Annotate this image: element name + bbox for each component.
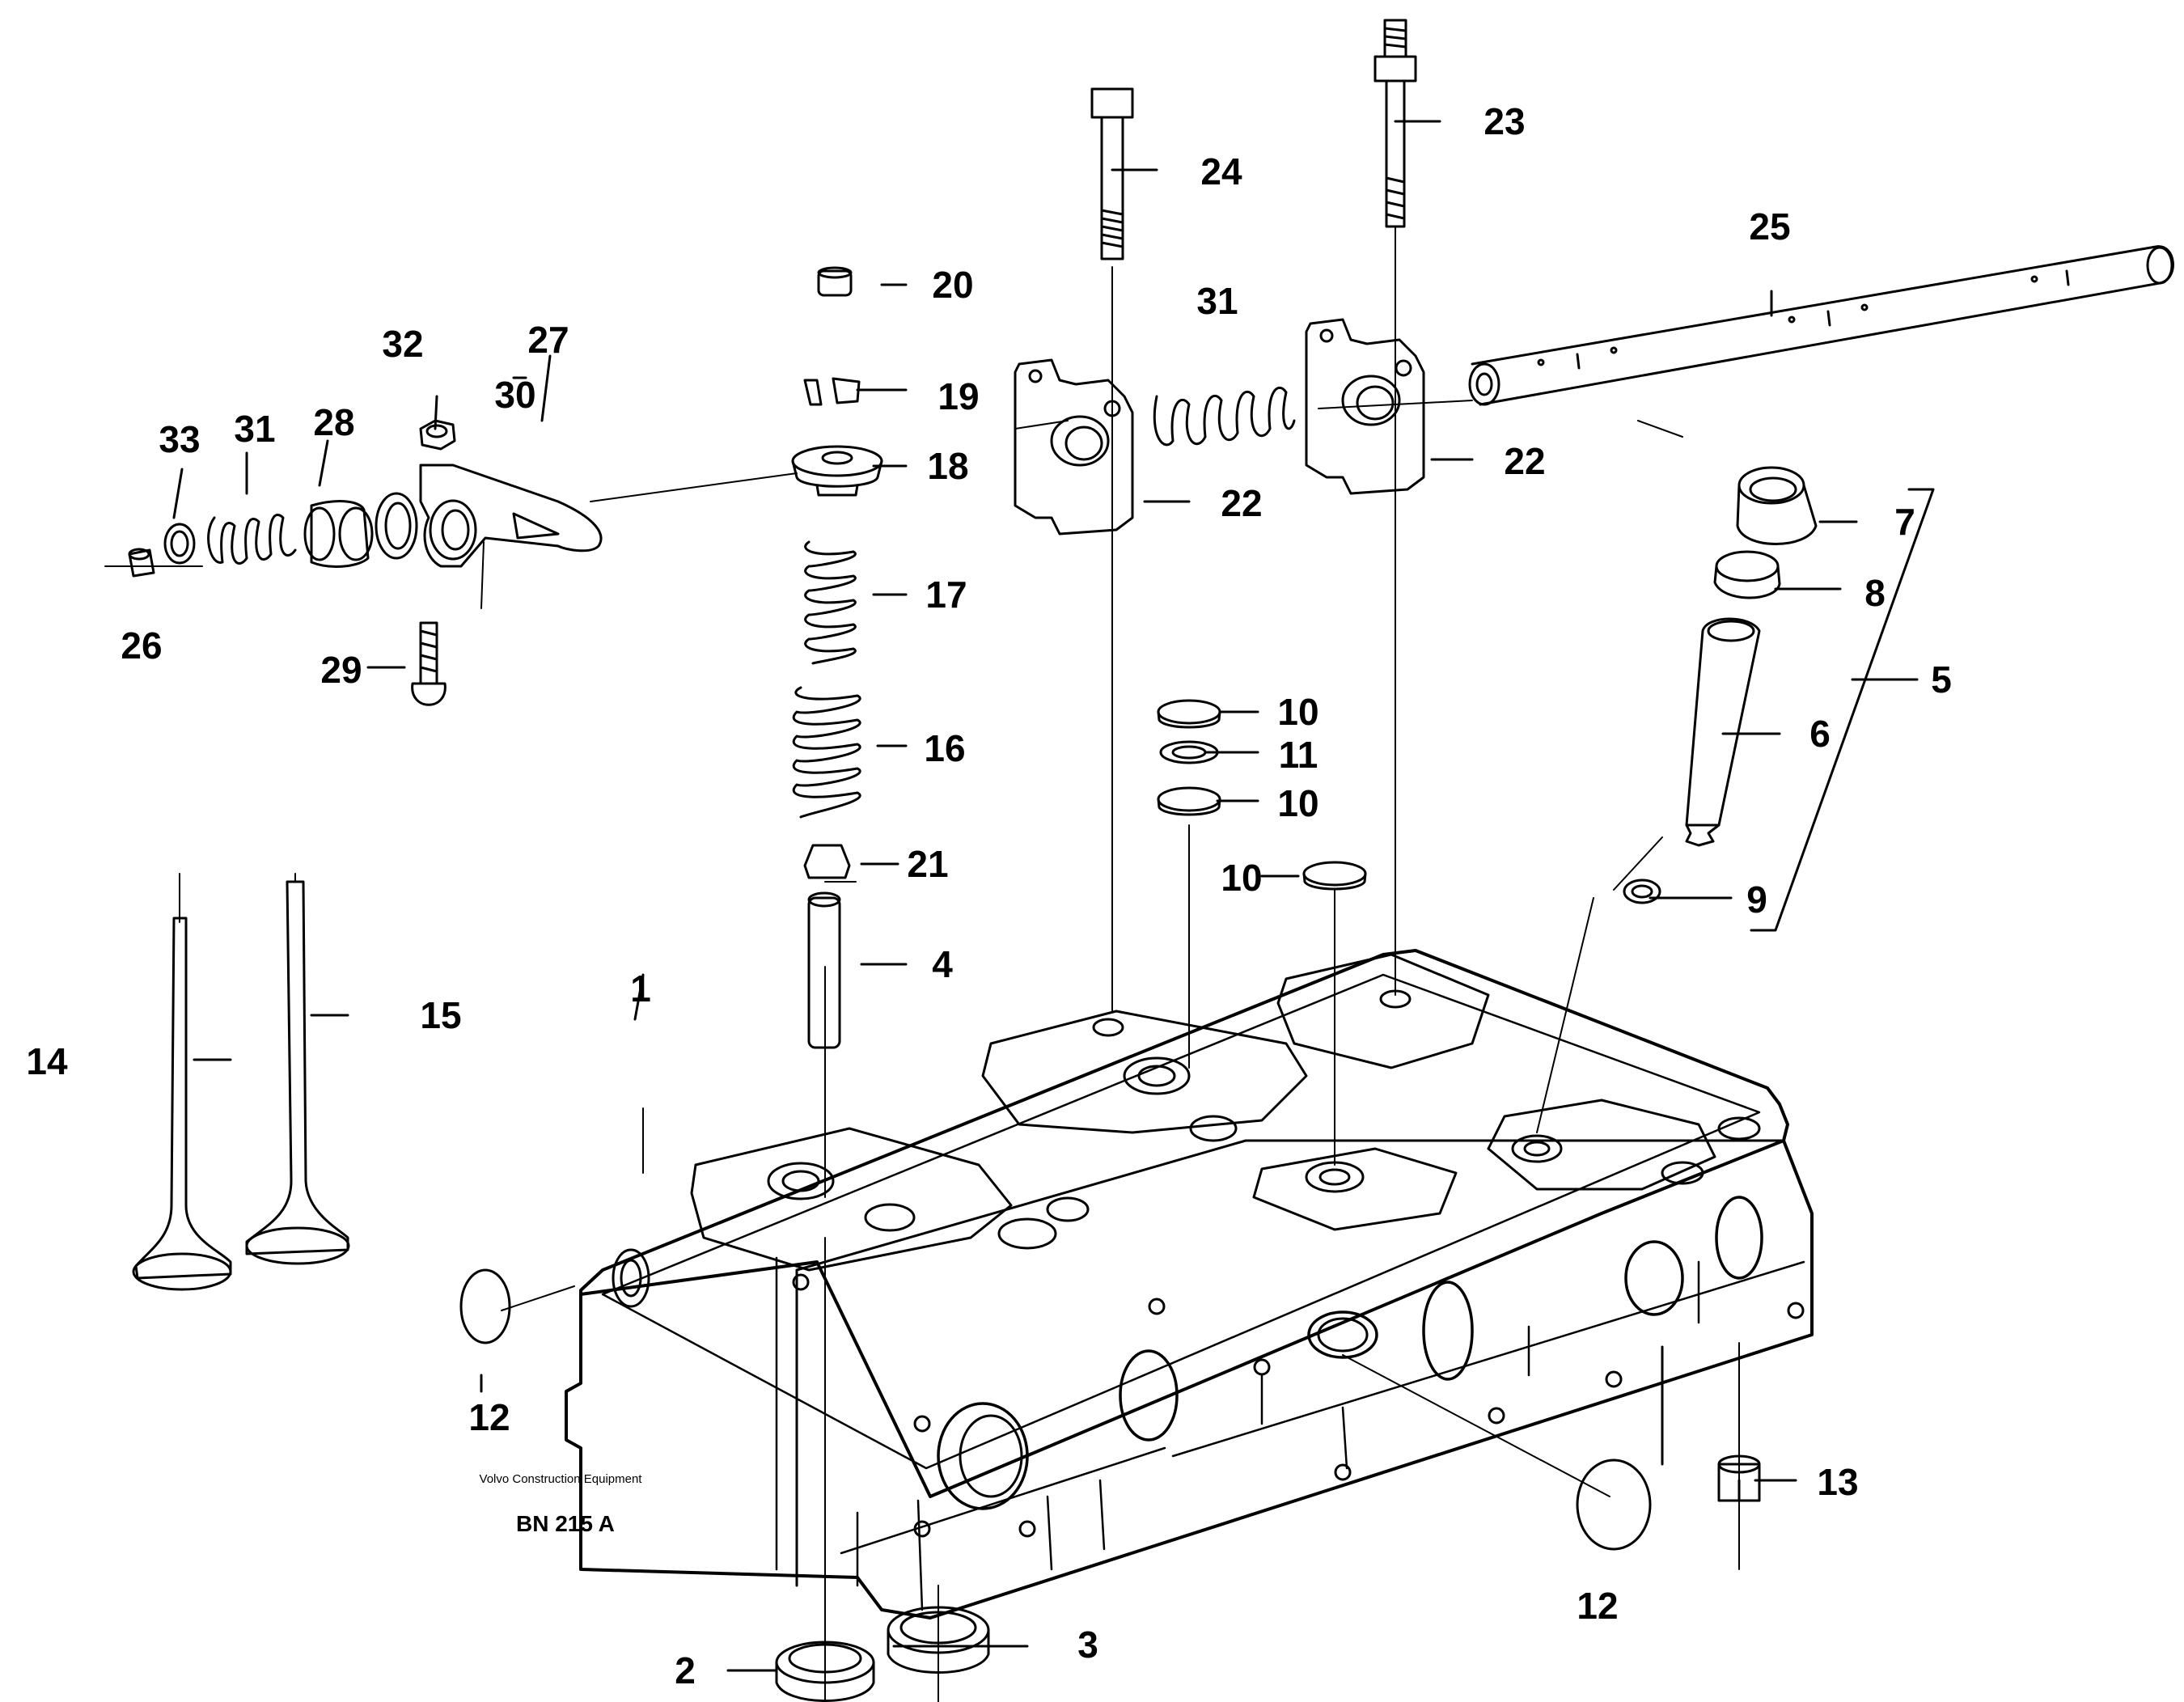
injector-sleeve-group bbox=[1623, 466, 1818, 904]
callout-30: 30 bbox=[494, 374, 536, 416]
callout-11: 11 bbox=[1278, 734, 1318, 776]
callout-4: 4 bbox=[932, 943, 953, 985]
callout-25: 25 bbox=[1749, 205, 1791, 248]
callout-21: 21 bbox=[907, 843, 949, 885]
callout-13: 13 bbox=[1817, 1461, 1859, 1503]
callout-32: 32 bbox=[382, 323, 424, 365]
valves bbox=[132, 873, 350, 1291]
callout-17: 17 bbox=[925, 574, 967, 616]
callout-31-lower: 31 bbox=[234, 408, 276, 450]
callout-33: 33 bbox=[159, 418, 201, 460]
callout-22-left: 22 bbox=[1221, 482, 1263, 524]
rocker-assembly bbox=[1014, 245, 2174, 536]
callout-24: 24 bbox=[1200, 150, 1242, 193]
callout-10-upper: 10 bbox=[1277, 691, 1319, 733]
callout-12-left: 12 bbox=[468, 1396, 510, 1438]
callout-2: 2 bbox=[675, 1649, 696, 1691]
callout-22-right: 22 bbox=[1504, 440, 1546, 482]
drawing-code: BN 215 A bbox=[516, 1511, 615, 1536]
callout-5: 5 bbox=[1931, 658, 1952, 701]
callout-15: 15 bbox=[420, 994, 462, 1036]
callout-28: 28 bbox=[313, 401, 355, 443]
callout-14: 14 bbox=[26, 1040, 68, 1082]
callout-8: 8 bbox=[1864, 572, 1886, 614]
callout-12-right: 12 bbox=[1577, 1585, 1619, 1627]
callout-1: 1 bbox=[630, 967, 651, 1010]
callout-10-right: 10 bbox=[1221, 857, 1263, 899]
callout-18: 18 bbox=[927, 445, 969, 487]
callout-3: 3 bbox=[1077, 1624, 1098, 1666]
rocker-arm-parts bbox=[128, 419, 603, 706]
callout-20: 20 bbox=[932, 264, 974, 306]
callout-19: 19 bbox=[938, 375, 980, 417]
callout-26: 26 bbox=[121, 624, 163, 667]
callout-27: 27 bbox=[527, 319, 569, 361]
callout-6: 6 bbox=[1809, 713, 1831, 755]
valve-train bbox=[791, 266, 883, 1049]
callout-23: 23 bbox=[1484, 100, 1526, 142]
callout-leaders bbox=[172, 120, 1919, 1672]
callout-10-middle: 10 bbox=[1277, 782, 1319, 824]
company-caption: Volvo Construction Equipment bbox=[479, 1472, 642, 1486]
callout-29: 29 bbox=[320, 649, 362, 691]
callout-7: 7 bbox=[1894, 501, 1915, 543]
bolts bbox=[1090, 19, 1417, 260]
assembly-bracket bbox=[1750, 488, 1935, 932]
callout-31-upper: 31 bbox=[1196, 280, 1238, 322]
plugs-and-rings bbox=[459, 699, 1761, 1702]
callout-9: 9 bbox=[1746, 879, 1767, 921]
cylinder-head bbox=[565, 949, 1814, 1619]
leader-lines bbox=[104, 226, 1740, 1702]
callout-16: 16 bbox=[924, 727, 966, 769]
